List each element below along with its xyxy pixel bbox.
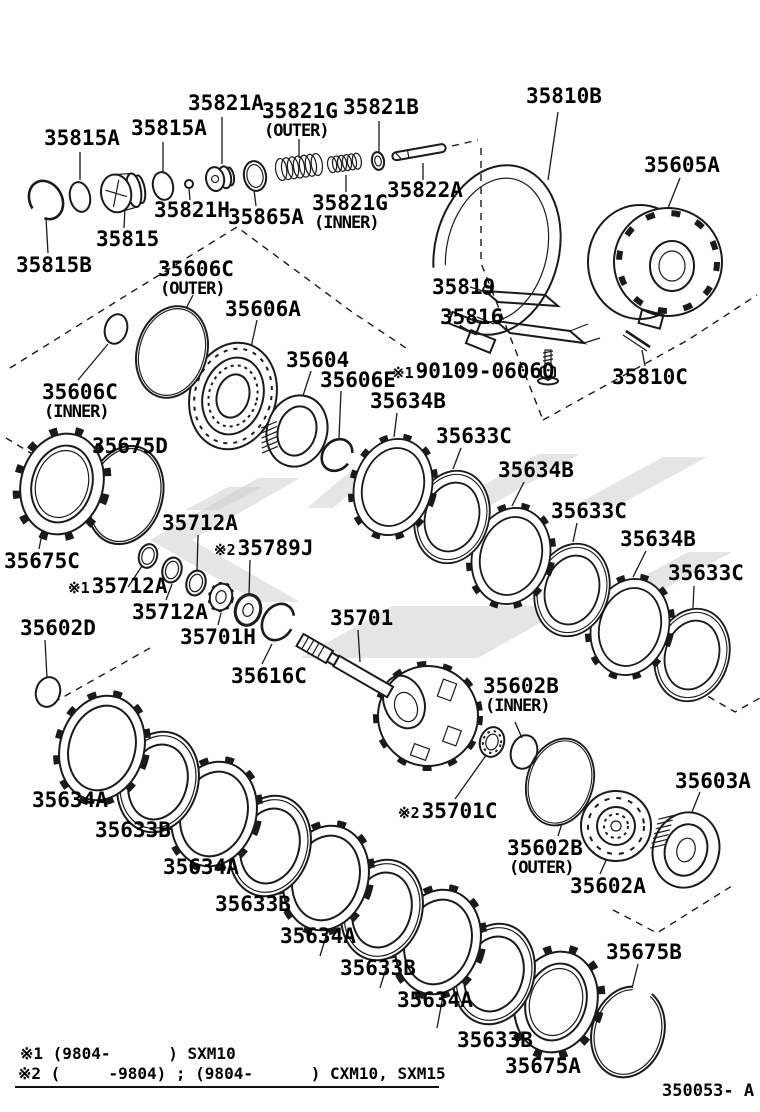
figure-number: 350053- A [662,1081,755,1101]
oring-inner-35606C [103,313,129,345]
direct-clutch-drum [188,341,278,451]
clutch-hub [260,394,329,468]
spring-outer [274,152,324,182]
spring-pack-35603A [650,811,721,889]
thrust-washers [135,540,296,642]
oring-35602D [34,676,62,708]
input-shaft-drum [295,632,483,771]
check-ball [184,179,194,189]
footnote-underline [15,1086,439,1088]
piston-35815 [99,172,147,214]
spring-inner [326,152,363,174]
brake-pack-bottom [34,676,666,1079]
bolt [537,349,559,386]
snap-ring-35815B [27,179,65,221]
anchor-pin [622,329,651,352]
footnote-2: ※2 ( -9804) ; (9804- ) CXM10, SXM15 [18,1064,446,1083]
bearing-35701C [478,726,506,758]
band-strut [482,285,561,308]
band-lever [492,319,601,345]
snap-ring-35606E [320,437,354,473]
piston-small [204,165,236,192]
footnote-1: ※1 (9804- ) SXM10 [20,1044,236,1063]
brake-drum [587,204,723,330]
accumulator-parts [27,143,447,221]
brake-band [432,164,562,355]
oring-inner-35602B [509,734,539,770]
piston-35602A [580,790,652,862]
